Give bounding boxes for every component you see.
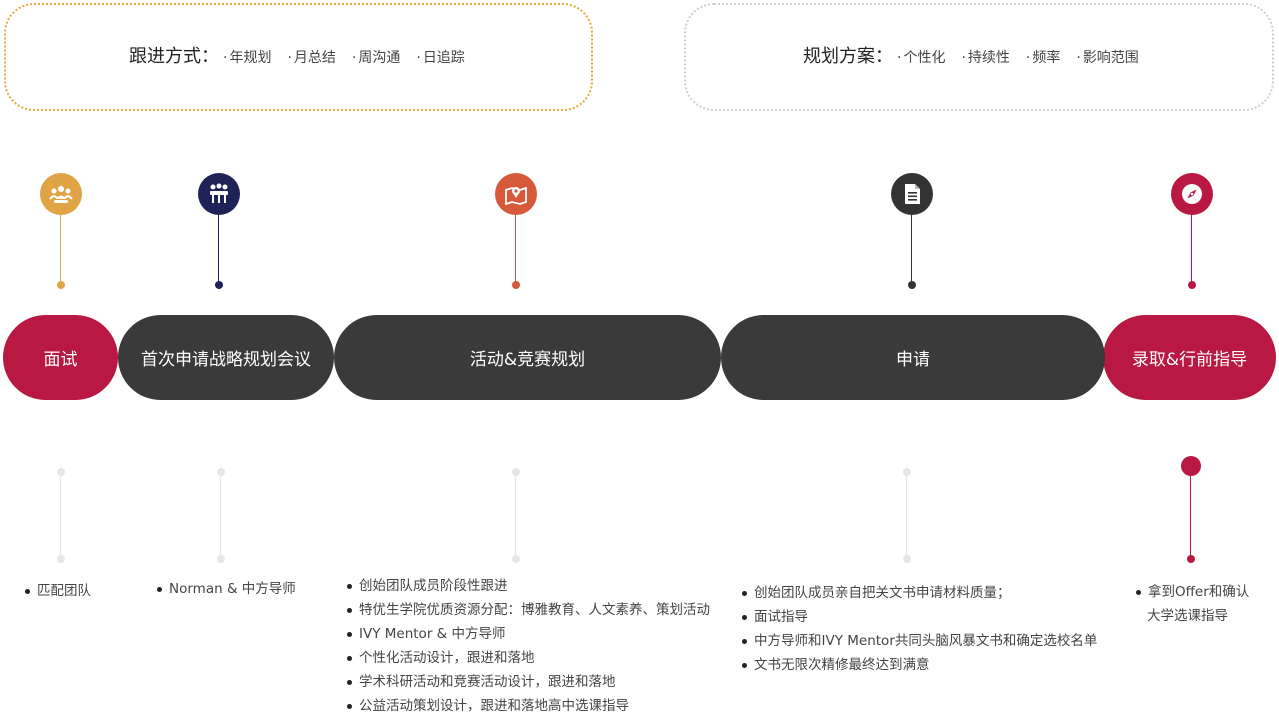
plan-item: 个性化 <box>897 47 945 67</box>
list-item: Norman & 中方导师 <box>157 577 296 601</box>
stage-label: 首次申请战略规划会议 <box>141 350 311 370</box>
connector-line <box>220 472 221 558</box>
connector-dot <box>57 555 65 563</box>
connector-dot <box>217 555 225 563</box>
pin-dot <box>215 281 223 289</box>
list-item: IVY Mentor & 中方导师 <box>347 622 710 646</box>
list-item: 面试指导 <box>742 605 1097 629</box>
pin-dot <box>1188 281 1196 289</box>
plan-box <box>684 3 1274 111</box>
connector-dot <box>903 555 911 563</box>
connector-dot <box>1187 555 1195 563</box>
stage-admission: 录取&行前指导 <box>1103 315 1276 400</box>
stage-strategy-meeting: 首次申请战略规划会议 <box>118 315 334 400</box>
stage-interview: 面试 <box>3 315 118 400</box>
list-item: 个性化活动设计，跟进和落地 <box>347 646 710 670</box>
plan-item: 持续性 <box>961 47 1010 67</box>
stage-label: 活动&竞赛规划 <box>469 350 586 370</box>
team-icon <box>40 173 82 215</box>
list-item: 文书无限次精修最终达到满意 <box>742 653 1097 677</box>
connector-dot <box>903 468 911 476</box>
stage-label: 录取&行前指导 <box>1131 350 1248 370</box>
plan-item: 频率 <box>1026 47 1060 67</box>
pin-dot <box>512 281 520 289</box>
application-details: 创始团队成员亲自把关文书申请材料质量； 面试指导 中方导师和IVY Mentor… <box>742 581 1097 677</box>
connector-line <box>906 472 907 558</box>
list-item: 匹配团队 <box>25 579 91 603</box>
activities-details: 创始团队成员阶段性跟进 特优生学院优质资源分配：博雅教育、人文素养、策划活动 I… <box>347 574 710 718</box>
plan-title: 规划方案： <box>803 46 893 67</box>
follow-up-title: 跟进方式： <box>129 46 219 67</box>
list-item: 公益活动策划设计，跟进和落地高中选课指导 <box>347 694 710 718</box>
connector-line <box>60 472 61 558</box>
document-icon <box>891 173 933 215</box>
connector-dot <box>512 555 520 563</box>
pin-dot <box>57 281 65 289</box>
interview-details: 匹配团队 <box>25 579 91 603</box>
stage-activities: 活动&竞赛规划 <box>334 315 721 400</box>
list-item-continuation: 大学选课指导 <box>1147 608 1228 624</box>
pin-stem <box>1191 213 1192 283</box>
pin-stem <box>911 213 912 283</box>
follow-up-item: 周沟通 <box>352 47 400 67</box>
follow-up-item: 月总结 <box>287 47 336 67</box>
list-item: 创始团队成员亲自把关文书申请材料质量； <box>742 581 1097 605</box>
admission-marker <box>1181 456 1201 476</box>
meeting-icon <box>198 173 240 215</box>
pin-stem <box>218 213 219 283</box>
connector-dot <box>57 468 65 476</box>
list-item: 特优生学院优质资源分配：博雅教育、人文素养、策划活动 <box>347 598 710 622</box>
connector-line <box>515 472 516 558</box>
list-item: 创始团队成员阶段性跟进 <box>347 574 710 598</box>
pin-dot <box>908 281 916 289</box>
map-pin-icon <box>495 173 537 215</box>
stage-application: 申请 <box>721 315 1105 400</box>
plan-item: 影响范围 <box>1076 47 1139 67</box>
follow-up-item: 日追踪 <box>416 47 465 67</box>
list-item: 中方导师和IVY Mentor共同头脑风暴文书和确定选校名单 <box>742 629 1097 653</box>
list-item: 拿到Offer和确认 <box>1136 580 1249 604</box>
stage-label: 面试 <box>43 350 78 370</box>
pin-stem <box>515 213 516 283</box>
list-item: 学术科研活动和竞赛活动设计，跟进和落地 <box>347 670 710 694</box>
connector-dot <box>512 468 520 476</box>
pin-stem <box>60 213 61 283</box>
strategy-details: Norman & 中方导师 <box>157 577 296 601</box>
connector-dot <box>217 468 225 476</box>
follow-up-box <box>4 3 593 111</box>
stage-label: 申请 <box>896 350 930 370</box>
plan-row: 规划方案： 个性化 持续性 频率 影响范围 <box>803 42 1155 68</box>
compass-icon <box>1171 173 1213 215</box>
admission-details: 拿到Offer和确认 <box>1136 580 1249 604</box>
connector-line <box>1190 476 1191 558</box>
follow-up-item: 年规划 <box>223 47 271 67</box>
follow-up-row: 跟进方式： 年规划 月总结 周沟通 日追踪 <box>129 42 481 68</box>
